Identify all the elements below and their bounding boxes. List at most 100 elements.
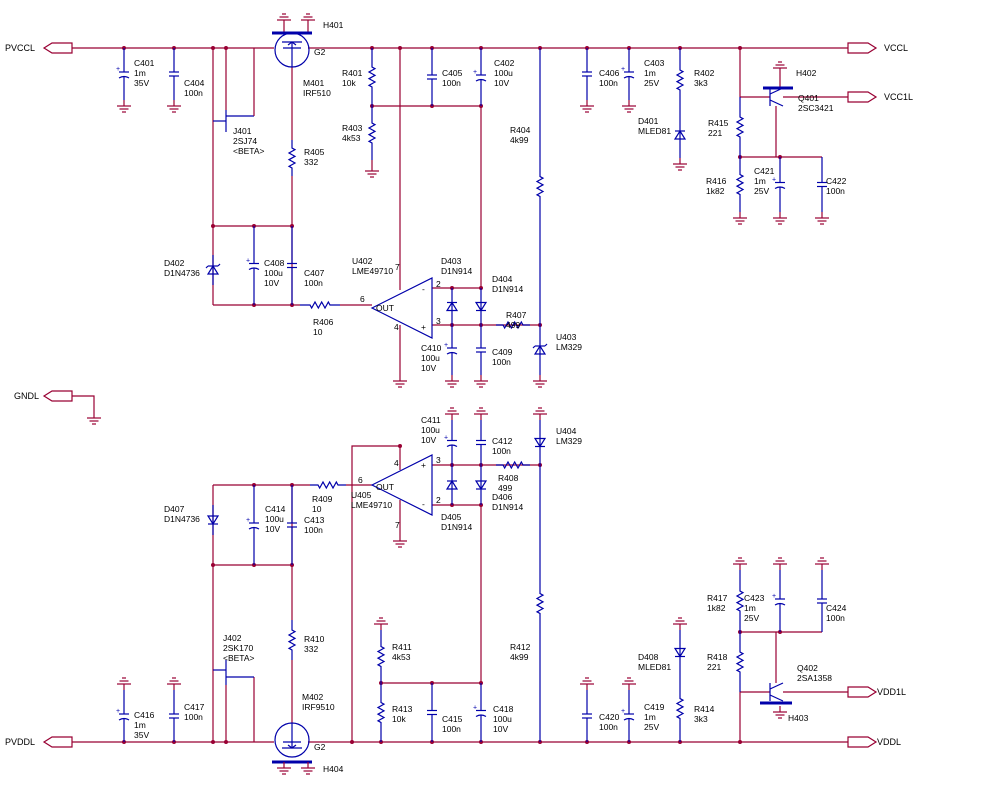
u402-opamp (370, 277, 433, 339)
c401-label-1: 1m (134, 68, 146, 78)
r408-label-1: 499 (498, 483, 512, 493)
svg-text:+: + (772, 177, 776, 184)
u405-minus: - (422, 499, 425, 509)
u405-plus: + (421, 460, 426, 470)
r403-label-0: R403 (342, 123, 363, 133)
u404-label-1: LM329 (556, 436, 582, 446)
d401-label-1: MLED81 (638, 126, 671, 136)
c415-label-0: C415 (442, 714, 463, 724)
m402-label-1: IRF9510 (302, 702, 335, 712)
c420-capacitor (582, 690, 592, 742)
c414-label-2: 10V (265, 524, 280, 534)
r414-label-0: R414 (694, 704, 715, 714)
m401-label-1: IRF510 (303, 88, 331, 98)
d402-label-1: D1N4736 (164, 268, 200, 278)
h404-ground-1 (277, 762, 291, 775)
c424-capacitor (817, 570, 827, 632)
c408-capacitor: + (246, 226, 260, 305)
r411-resistor (376, 630, 386, 683)
q401-transistor (763, 86, 793, 107)
c401-ground (117, 100, 131, 113)
c424-ground (815, 557, 829, 570)
vcc1l-port (847, 91, 878, 103)
r407-label-0: R407 (506, 310, 527, 320)
u403-reference (532, 325, 548, 375)
r413-label-1: 10k (392, 714, 406, 724)
c412-capacitor (476, 420, 486, 465)
d406-label-1: D1N914 (492, 502, 523, 512)
pvddl-net-label: PVDDL (5, 737, 35, 747)
c410-label-2: 10V (421, 363, 436, 373)
c416-ground (117, 677, 131, 690)
r413-resistor (376, 683, 386, 742)
u402-out-pin: OUT (376, 303, 394, 313)
c422-label-0: C422 (826, 176, 847, 186)
u404-ground (533, 407, 547, 420)
r415-label-0: R415 (708, 118, 729, 128)
r416-ground (733, 212, 747, 225)
svg-text:+: + (444, 435, 448, 442)
c421-label-2: 25V (754, 186, 769, 196)
j401-label-1: 2SJ74 (233, 136, 257, 146)
gndl-ground (87, 412, 101, 425)
r410-label-0: R410 (304, 634, 325, 644)
c423-label-2: 25V (744, 613, 759, 623)
vccl-port (847, 42, 878, 54)
c414-label-0: C414 (265, 504, 286, 514)
pvddl-port (42, 736, 73, 748)
c423-label-0: C423 (744, 593, 765, 603)
c420-label-0: C420 (599, 712, 620, 722)
vdd1l-port (847, 686, 878, 698)
u405-pin3: 3 (436, 455, 441, 465)
d403-label-0: D403 (441, 256, 462, 266)
c413-label-1: 100n (304, 525, 323, 535)
r418-label-0: R418 (707, 652, 728, 662)
vcc1l-net-label: VCC1L (884, 92, 913, 102)
c403-label-2: 25V (644, 78, 659, 88)
vccl-net-label: VCCL (884, 43, 908, 53)
c406-label-1: 100n (599, 78, 618, 88)
c416-label-1: 1m (134, 720, 146, 730)
u402-label-1: LME49710 (352, 266, 393, 276)
q401-label-1: 2SC3421 (798, 103, 834, 113)
c406-ground (580, 100, 594, 113)
r405-label-0: R405 (304, 147, 325, 157)
u402-minus: - (422, 284, 425, 294)
c421-label-0: C421 (754, 166, 775, 176)
vddl-net-label: VDDL (877, 737, 901, 747)
svg-text:+: + (444, 342, 448, 349)
r411-label-0: R411 (392, 642, 412, 652)
r406-label-0: R406 (313, 317, 334, 327)
c402-label-2: 10V (494, 78, 509, 88)
h402-ground (773, 61, 787, 74)
r417-ground (733, 557, 747, 570)
d401-led (673, 112, 687, 158)
u405-ground (393, 535, 407, 548)
d401-ground (673, 158, 687, 171)
u402-label-0: U402 (352, 256, 373, 266)
c405-label-1: 100n (442, 78, 461, 88)
svg-text:+: + (772, 593, 776, 600)
svg-text:+: + (246, 517, 250, 524)
u402-pin3: 3 (436, 316, 441, 326)
d404-diode (474, 288, 488, 325)
svg-text:+: + (246, 258, 250, 265)
c417-capacitor (169, 690, 179, 742)
c423-label-1: 1m (744, 603, 756, 613)
r409-label-1: 10 (312, 504, 322, 514)
c411-label-2: 10V (421, 435, 436, 445)
c414-capacitor: + (246, 485, 260, 565)
u404-reference (533, 420, 547, 465)
c421-ground (773, 212, 787, 225)
c404-ground (167, 100, 181, 113)
svg-text:+: + (116, 66, 120, 73)
c406-label-0: C406 (599, 68, 620, 78)
c401-capacitor: + (116, 48, 130, 100)
r405-resistor (287, 140, 297, 176)
c416-label-0: C416 (134, 710, 155, 720)
d407-label-0: D407 (164, 504, 185, 514)
u405-opamp (370, 454, 433, 516)
r411-ground (374, 617, 388, 630)
r405-label-1: 332 (304, 157, 318, 167)
